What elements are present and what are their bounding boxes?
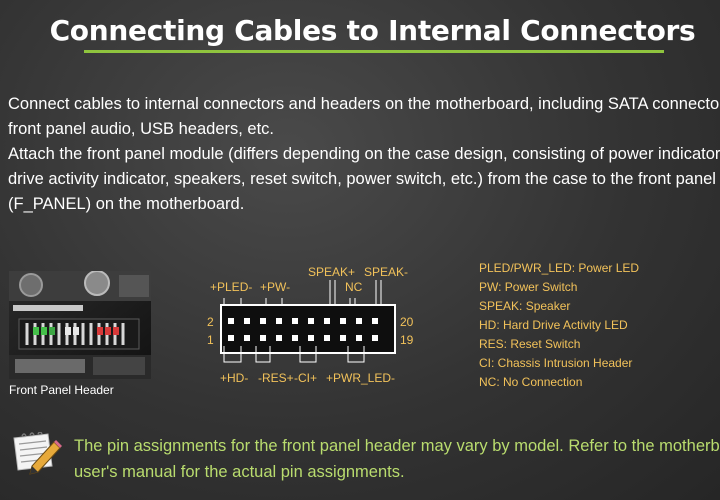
paragraph-line: drive activity indicator, speakers, rese… bbox=[8, 170, 720, 188]
paragraph-line: front panel audio, USB headers, etc. bbox=[8, 120, 274, 138]
pin-row-bottom bbox=[228, 335, 378, 341]
pin-assignment-note: The pin assignments for the front panel … bbox=[74, 433, 720, 485]
label-pwr-led: +PWR_LED- bbox=[326, 371, 395, 385]
photo-caption: Front Panel Header bbox=[9, 383, 114, 397]
label-nc: NC bbox=[345, 280, 363, 294]
note-line: user's manual for the actual pin assignm… bbox=[74, 463, 405, 481]
legend-item: SPEAK: Speaker bbox=[479, 299, 571, 313]
pin-number-2: 2 bbox=[207, 315, 214, 329]
label-ci: -CI+ bbox=[294, 371, 317, 385]
bracket-res bbox=[255, 346, 271, 363]
paragraph-line: (F_PANEL) on the motherboard. bbox=[8, 195, 245, 213]
label-pled: +PLED- bbox=[210, 280, 252, 294]
bracket-hd bbox=[223, 346, 242, 363]
pin-number-20: 20 bbox=[400, 315, 414, 329]
bracket-ci bbox=[299, 346, 317, 363]
pin-legend: PLED/PWR_LED: Power LED PW: Power Switch… bbox=[479, 259, 639, 392]
note-pencil-icon bbox=[8, 431, 64, 481]
legend-item: RES: Reset Switch bbox=[479, 337, 581, 351]
label-hd: +HD- bbox=[220, 371, 248, 385]
paragraph-line: Connect cables to internal connectors an… bbox=[8, 95, 720, 113]
label-speak-minus: SPEAK- bbox=[364, 265, 408, 279]
slide-title: Connecting Cables to Internal Connectors bbox=[49, 14, 696, 47]
pin-number-1: 1 bbox=[207, 333, 214, 347]
front-panel-header-photo bbox=[9, 271, 151, 379]
intro-paragraph-front-panel: Attach the front panel module (differs d… bbox=[8, 142, 720, 217]
intro-paragraph-connectors: Connect cables to internal connectors an… bbox=[8, 92, 720, 142]
legend-item: PLED/PWR_LED: Power LED bbox=[479, 261, 640, 275]
label-speak-plus: SPEAK+ bbox=[308, 265, 355, 279]
legend-item: HD: Hard Drive Activity LED bbox=[479, 318, 628, 332]
label-res: -RES+ bbox=[258, 371, 294, 385]
title-underline bbox=[84, 50, 664, 53]
pin-number-19: 19 bbox=[400, 333, 414, 347]
bracket-pwr-led bbox=[347, 346, 365, 363]
pin-assignment-diagram: SPEAK+ SPEAK- +PLED- +PW- NC bbox=[200, 258, 420, 395]
paragraph-line: Attach the front panel module (differs d… bbox=[8, 145, 720, 163]
note-line: The pin assignments for the front panel … bbox=[74, 437, 720, 455]
legend-item: CI: Chassis Intrusion Header bbox=[479, 356, 633, 370]
header-outline bbox=[220, 304, 396, 354]
legend-item: NC: No Connection bbox=[479, 375, 583, 389]
label-pw: +PW- bbox=[260, 280, 290, 294]
pin-row-top bbox=[228, 318, 378, 324]
legend-item: PW: Power Switch bbox=[479, 280, 578, 294]
